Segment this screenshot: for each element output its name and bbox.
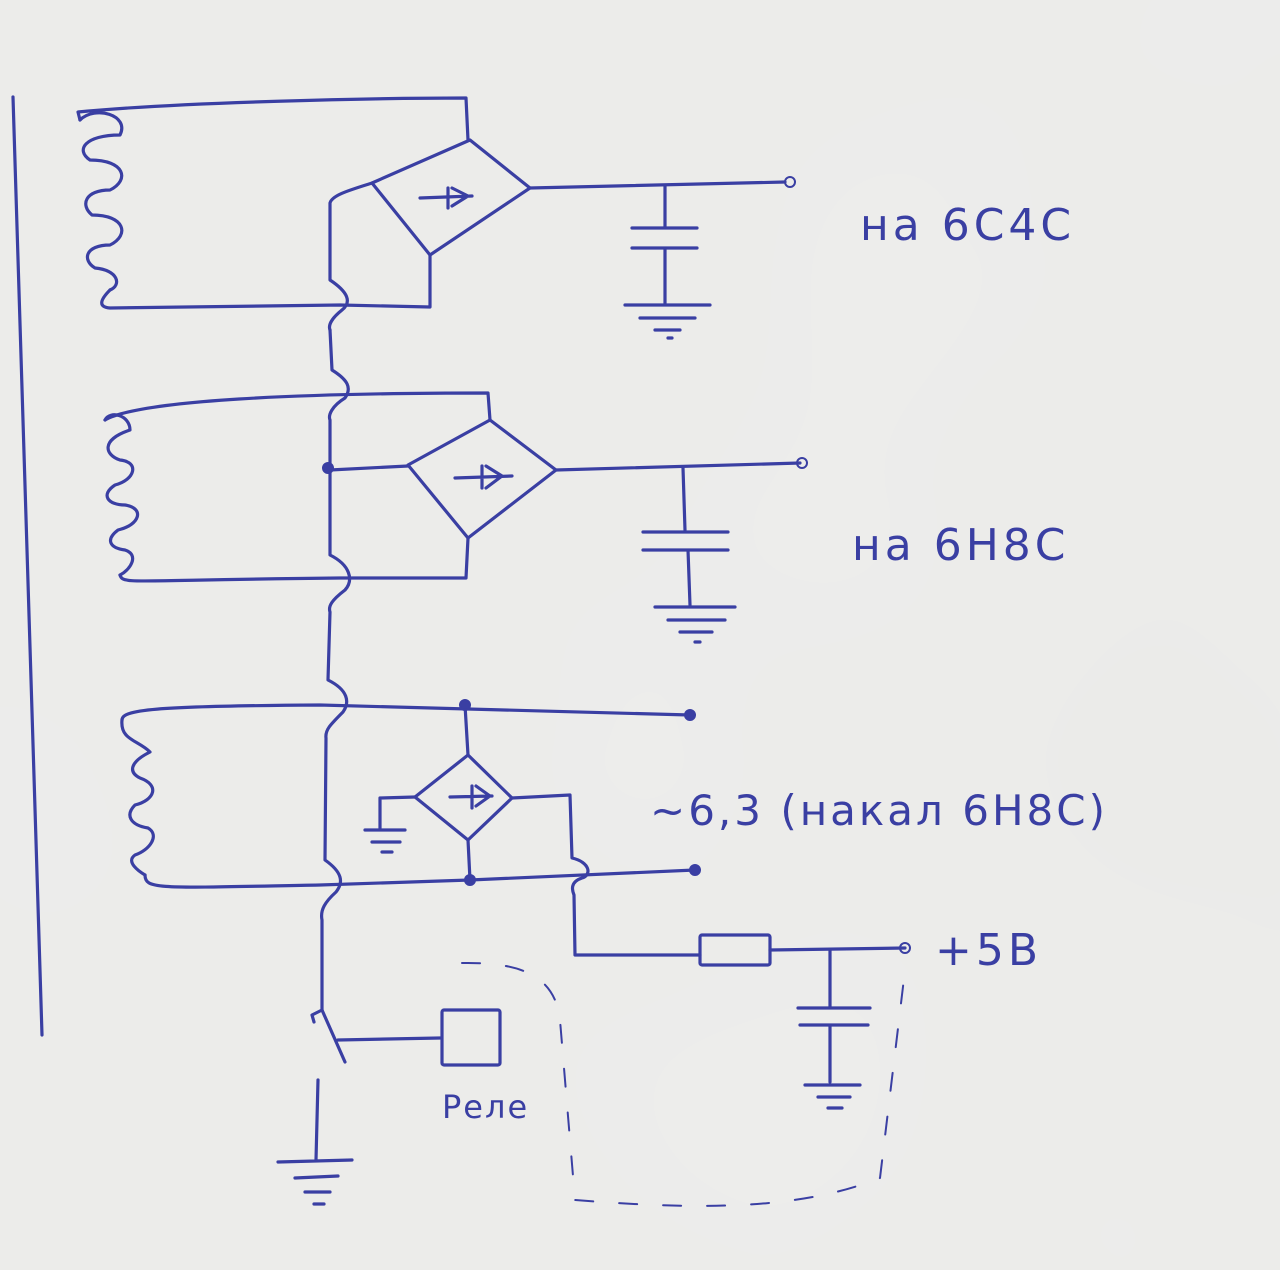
winding-2-coil	[103, 413, 139, 577]
relay-contact-icon	[310, 1008, 324, 1024]
bridge-1-output-wire	[528, 180, 787, 190]
transformer-core-line	[11, 95, 44, 1037]
winding-3-top-lead	[120, 703, 692, 722]
capacitor-1	[623, 184, 712, 340]
relay-board-outline	[461, 961, 906, 1207]
relay-coil-lead	[336, 1036, 442, 1042]
terminal-out4	[899, 942, 911, 954]
bridge-3-taps	[463, 703, 472, 882]
terminal-out1	[784, 176, 796, 188]
junction-b3-top	[459, 699, 471, 711]
terminals	[322, 176, 911, 954]
junction-b3-bottom	[464, 874, 476, 886]
bridge-1-diode-icon	[418, 186, 474, 210]
winding-3-bottom-lead	[143, 868, 697, 889]
label-out2: на 6Н8С	[852, 520, 1070, 571]
bridge-1-left-lead	[327, 181, 374, 332]
label-out3: ~6,3 (накал 6Н8С)	[650, 786, 1108, 835]
terminal-out3-bottom	[689, 864, 701, 876]
bridge-3-ground-lead	[363, 795, 417, 854]
winding-1-top-lead	[76, 96, 470, 142]
winding-3-coil	[120, 718, 155, 877]
relay-coil-box	[440, 1008, 502, 1067]
main-ground-icon	[276, 1078, 354, 1206]
winding-2-top-lead	[103, 391, 492, 422]
winding-1-bottom-lead	[100, 253, 432, 310]
capacitor-3	[796, 948, 872, 1110]
bridge-3-positive-lead	[510, 793, 702, 957]
junction-w2	[322, 462, 334, 474]
bridge-2-output-wire	[554, 461, 802, 472]
bridge-2-diode-icon	[453, 464, 514, 490]
label-out4: +5В	[935, 925, 1042, 976]
winding-1-coil	[78, 111, 124, 292]
terminal-out3-top	[684, 709, 696, 721]
capacitor-2	[641, 466, 737, 644]
winding-2-bottom-lead	[118, 536, 470, 583]
bridge-3-diode-icon	[448, 784, 494, 810]
resistor-output-wire	[768, 946, 907, 952]
series-wire	[319, 328, 352, 1064]
bridge-2-left-lead	[328, 464, 410, 472]
label-out1: на 6С4С	[860, 200, 1075, 251]
terminal-out2	[796, 457, 808, 469]
label-relay: Реле	[442, 1088, 529, 1126]
